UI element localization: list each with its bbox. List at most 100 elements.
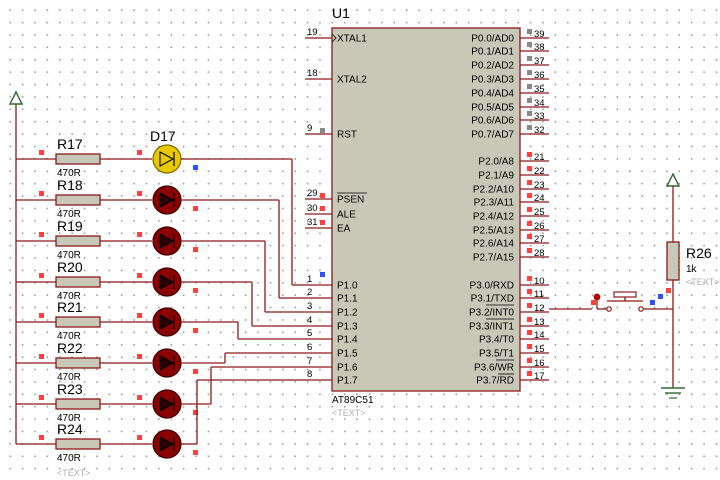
mcu-pin-p26a14[interactable]: 27 P2.6/A14 (473, 234, 549, 250)
led[interactable] (152, 429, 182, 459)
push-button-switch[interactable] (597, 291, 673, 312)
mcu-pin-name: P2.0/A8 (478, 157, 514, 168)
resistor-value: 470R (57, 372, 81, 383)
mcu-pin-number: 15 (534, 344, 545, 355)
diode-arrow-icon (159, 233, 175, 249)
led[interactable] (152, 307, 182, 337)
mcu-at89c51[interactable]: U1 AT89C51 <TEXT> 19XTAL118XTAL29RST29PS… (305, 5, 549, 418)
diode-arrow-icon (159, 151, 175, 167)
diode-arrow-icon (159, 355, 175, 371)
resistor-body[interactable] (55, 357, 101, 369)
mcu-pin-number: 14 (534, 330, 545, 341)
push-button-circuit[interactable]: R26 1k <TEXT> (549, 172, 720, 399)
resistor-body[interactable] (55, 194, 101, 206)
led[interactable] (152, 185, 182, 215)
mcu-pin-number: 27 (534, 234, 545, 245)
mcu-pin-p11[interactable]: 2P1.1 (305, 287, 358, 305)
pin-state-icon (193, 328, 198, 333)
mcu-pin-name: P1.2 (337, 308, 358, 319)
mcu-pin-p12[interactable]: 3P1.2 (305, 301, 358, 319)
r26-resistor[interactable] (666, 241, 680, 281)
mcu-pin-number: 34 (534, 98, 545, 109)
mcu-body[interactable] (331, 27, 521, 392)
led[interactable] (152, 226, 182, 256)
mcu-pin-name: P0.7/AD7 (471, 130, 514, 141)
mcu-pin-name: P2.1/A9 (478, 171, 514, 182)
mcu-pin-name: P2.2/A10 (473, 185, 515, 196)
pin-state-icon (527, 289, 532, 294)
mcu-pin-name: P3.2/INT0 (469, 308, 514, 319)
pin-state-red-icon (137, 191, 142, 196)
mcu-pin-number: 17 (534, 371, 545, 382)
left-power-rail[interactable] (8, 90, 24, 444)
mcu-pin-p14[interactable]: 5P1.4 (305, 328, 358, 346)
mcu-pin-name: P2.6/A14 (473, 239, 515, 250)
mcu-pin-name: P1.6 (337, 363, 358, 374)
led[interactable] (152, 144, 182, 174)
mcu-pin-p10[interactable]: 1P1.0 (305, 274, 358, 292)
resistor-body[interactable] (55, 235, 101, 247)
mcu-pin-name: P3.1/TXD (471, 294, 514, 305)
led[interactable] (152, 348, 182, 378)
mcu-pin-p17[interactable]: 8P1.7 (305, 369, 358, 387)
mcu-pin-number: 38 (534, 42, 545, 53)
mcu-pin-p15[interactable]: 6P1.5 (305, 342, 358, 360)
resistor-body[interactable] (55, 398, 101, 410)
mcu-pin-name: P1.0 (337, 281, 358, 292)
resistor-body[interactable] (55, 316, 101, 328)
pin-state-icon (527, 358, 532, 363)
resistor-body[interactable] (55, 153, 101, 165)
resistor-body[interactable] (55, 438, 101, 450)
led[interactable] (152, 267, 182, 297)
mcu-pin-p16[interactable]: 7P1.6 (305, 356, 358, 374)
resistor-body[interactable] (55, 276, 101, 288)
pin-state-icon (527, 42, 532, 47)
pin-state-red-icon (137, 232, 142, 237)
mcu-pin-name: P0.4/AD4 (471, 89, 514, 100)
pin-state-icon (527, 234, 532, 239)
mcu-pin-p13[interactable]: 4P1.3 (305, 315, 358, 333)
led[interactable] (152, 389, 182, 419)
pin-state-icon (527, 330, 532, 335)
pin-state-red-icon (137, 313, 142, 318)
switch-pin-red-icon (591, 300, 596, 305)
